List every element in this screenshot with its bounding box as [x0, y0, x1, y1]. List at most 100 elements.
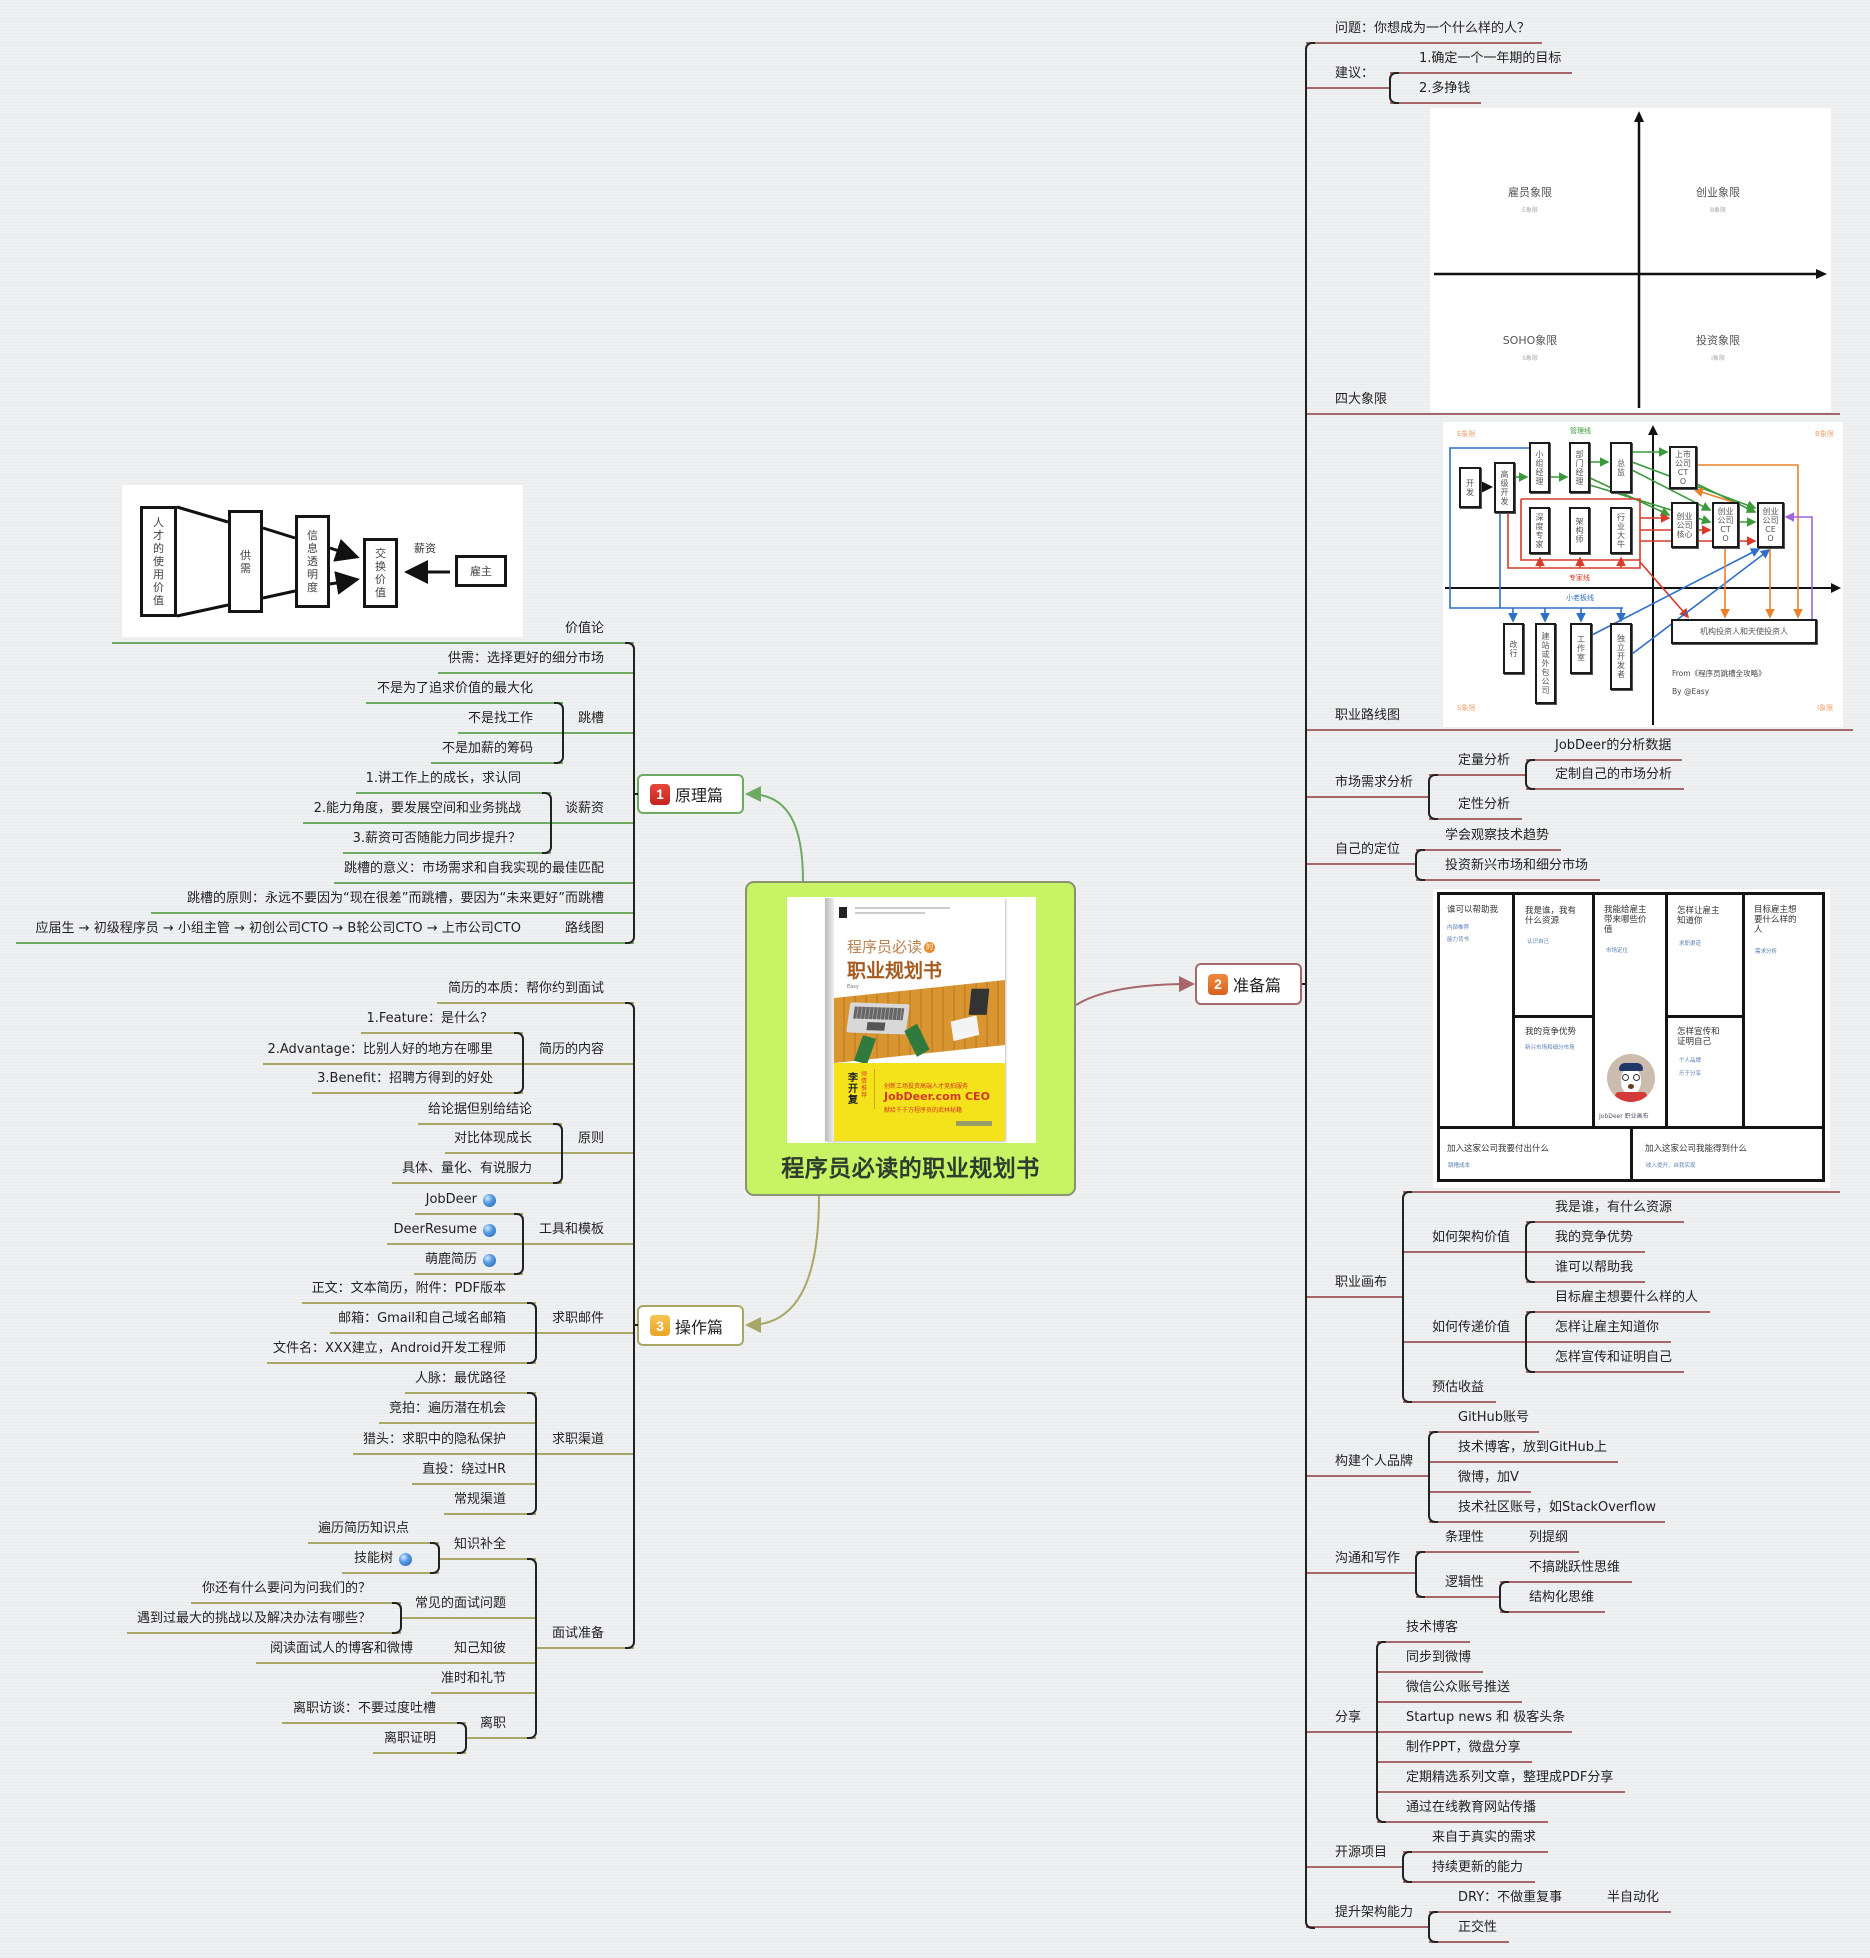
subtopic-node[interactable]: 预估收益: [1403, 1375, 1496, 1403]
link-topic-deerresume[interactable]: DeerResume: [387, 1217, 523, 1245]
globe-link-icon[interactable]: [483, 1193, 496, 1207]
subtopic-node[interactable]: 2.Advantage：比别人好的地方在哪里: [263, 1037, 523, 1065]
subtopic-node[interactable]: 微博，加V: [1429, 1465, 1531, 1493]
globe-link-icon[interactable]: [483, 1253, 496, 1267]
topic-node[interactable]: 自己的定位: [1306, 837, 1416, 865]
topic-node[interactable]: 原则: [562, 1126, 634, 1154]
subtopic-node[interactable]: 2.多挣钱: [1390, 76, 1481, 104]
central-topic[interactable]: 程序员必读的 职业规划书 Easy 李开复 倾情推荐 创新工场投资高端人才竞拍服…: [745, 881, 1076, 1196]
subtopic-node[interactable]: 不是找工作: [458, 706, 563, 734]
leaf-topic[interactable]: 目标雇主想要什么样的人: [1526, 1285, 1710, 1313]
leaf-topic[interactable]: 不搞跳跃性思维: [1500, 1555, 1632, 1583]
subtopic-node[interactable]: 投资新兴市场和细分市场: [1416, 853, 1600, 881]
subtopic-node[interactable]: 如何传递价值: [1403, 1315, 1526, 1343]
subtopic-node[interactable]: 3.薪资可否随能力同步提升？: [343, 826, 551, 854]
subtopic-node[interactable]: 持续更新的能力: [1403, 1855, 1535, 1883]
subtopic-node[interactable]: 准时和礼节: [431, 1666, 536, 1694]
leaf-topic[interactable]: 离职访谈：不要过度吐槽: [282, 1696, 466, 1724]
subtopic-node[interactable]: 定性分析: [1429, 792, 1522, 820]
subtopic-node[interactable]: 学会观察技术趋势: [1416, 823, 1561, 851]
topic-node[interactable]: 面试准备: [536, 1621, 634, 1649]
topic-node[interactable]: 路线图: [551, 916, 634, 944]
branch-principles[interactable]: 1 原理篇: [637, 774, 744, 814]
subtopic-node[interactable]: 1.Feature：是什么？: [361, 1006, 523, 1034]
leaf-topic[interactable]: 阅读面试人的博客和微博: [256, 1636, 443, 1664]
subtopic-node[interactable]: 邮箱：Gmail和自己域名邮箱: [330, 1306, 536, 1334]
subtopic-node[interactable]: 不是为了追求价值的最大化: [366, 676, 563, 704]
subtopic-node[interactable]: 常见的面试问题: [401, 1591, 536, 1619]
subtopic-node[interactable]: 3.Benefit：招聘方得到的好处: [312, 1066, 523, 1094]
subtopic-node[interactable]: 技术博客，放到GitHub上: [1429, 1435, 1618, 1463]
subtopic-node[interactable]: 通过在线教育网站传播: [1377, 1795, 1548, 1823]
globe-link-icon[interactable]: [483, 1223, 496, 1237]
leaf-topic[interactable]: 遇到过最大的挑战以及解决办法有哪些？: [127, 1606, 401, 1634]
subtopic-node[interactable]: 具体、量化、有说服力: [392, 1156, 562, 1184]
topic-node[interactable]: 市场需求分析: [1306, 770, 1429, 798]
subtopic-node[interactable]: 正交性: [1429, 1915, 1509, 1943]
image-topic-canvas[interactable]: [1403, 1165, 1840, 1193]
subtopic-node[interactable]: GitHub账号: [1429, 1405, 1539, 1433]
subtopic-node[interactable]: 来自于真实的需求: [1403, 1825, 1548, 1853]
subtopic-node[interactable]: 对比体现成长: [445, 1126, 562, 1154]
topic-node[interactable]: 建议：: [1306, 61, 1390, 89]
link-topic-menglu-resume[interactable]: 萌鹿简历: [414, 1247, 523, 1275]
subtopic-node[interactable]: 常规渠道: [444, 1487, 536, 1515]
subtopic-node[interactable]: 同步到微博: [1377, 1645, 1483, 1673]
topic-node[interactable]: 提升架构能力: [1306, 1900, 1429, 1928]
topic-node[interactable]: 分享: [1306, 1705, 1377, 1733]
leaf-topic[interactable]: 怎样宣传和证明自己: [1526, 1345, 1684, 1373]
branch-preparation[interactable]: 2 准备篇: [1195, 963, 1302, 1005]
subtopic-node[interactable]: 应届生 → 初级程序员 → 小组主管 → 初创公司CTO → B轮公司CTO →…: [16, 916, 551, 944]
leaf-topic[interactable]: JobDeer的分析数据: [1526, 733, 1682, 761]
subtopic-node[interactable]: 知己知彼: [443, 1636, 536, 1664]
topic-four-quadrants[interactable]: 四大象限: [1306, 387, 1840, 415]
subtopic-node[interactable]: 知识补全: [439, 1532, 536, 1560]
topic-node[interactable]: 开源项目: [1306, 1840, 1403, 1868]
topic-node[interactable]: 跳槽的意义：市场需求和自我实现的最佳匹配: [334, 856, 634, 884]
leaf-topic[interactable]: 我的竞争优势: [1526, 1225, 1645, 1253]
topic-node[interactable]: 简历的本质：帮你约到面试: [437, 976, 634, 1004]
subtopic-node[interactable]: 给论据但别给结论: [418, 1097, 562, 1125]
topic-career-roadmap[interactable]: 职业路线图: [1306, 703, 1853, 731]
topic-node[interactable]: 谈薪资: [551, 796, 634, 824]
topic-node[interactable]: 供需：选择更好的细分市场: [438, 646, 634, 674]
subtopic-node[interactable]: 猎头：求职中的隐私保护: [353, 1427, 536, 1455]
leaf-topic[interactable]: 定制自己的市场分析: [1526, 762, 1684, 790]
subtopic-node[interactable]: 文件名：XXX建立，Android开发工程师: [267, 1336, 536, 1364]
topic-node[interactable]: 沟通和写作: [1306, 1546, 1416, 1574]
leaf-topic[interactable]: 你还有什么要问为问我们的？: [191, 1576, 401, 1604]
subtopic-node[interactable]: 正文：文本简历，附件：PDF版本: [302, 1276, 536, 1304]
globe-link-icon[interactable]: [399, 1552, 412, 1566]
subtopic-node[interactable]: 人脉：最优路径: [405, 1366, 536, 1394]
subtopic-node[interactable]: DRY：不做重复事: [1429, 1885, 1578, 1913]
topic-node[interactable]: 工具和模板: [523, 1217, 634, 1245]
subtopic-node[interactable]: 不是加薪的筹码: [431, 736, 563, 764]
subtopic-node[interactable]: 逻辑性: [1416, 1570, 1500, 1598]
link-topic-jobdeer[interactable]: JobDeer: [415, 1187, 523, 1215]
topic-node[interactable]: 求职邮件: [536, 1306, 634, 1334]
subtopic-node[interactable]: 制作PPT，微盘分享: [1377, 1735, 1532, 1763]
topic-node[interactable]: 问题：你想成为一个什么样的人？: [1306, 16, 1542, 44]
subtopic-node[interactable]: 技术社区账号，如StackOverflow: [1429, 1495, 1665, 1523]
subtopic-node[interactable]: 1.确定一个一年期的目标: [1390, 46, 1572, 74]
subtopic-node[interactable]: 离职: [466, 1711, 536, 1739]
subtopic-node[interactable]: 2.能力角度，要发展空间和业务挑战: [303, 796, 551, 824]
subtopic-node[interactable]: 定量分析: [1429, 748, 1526, 776]
topic-node[interactable]: 构建个人品牌: [1306, 1449, 1429, 1477]
topic-value-theory[interactable]: 价值论: [112, 616, 634, 644]
leaf-topic[interactable]: 我是谁，有什么资源: [1526, 1195, 1684, 1223]
topic-node[interactable]: 简历的内容: [523, 1037, 634, 1065]
leaf-topic[interactable]: 谁可以帮助我: [1526, 1255, 1645, 1283]
subtopic-node[interactable]: 定期精选系列文章，整理成PDF分享: [1377, 1765, 1625, 1793]
branch-operations[interactable]: 3 操作篇: [637, 1305, 744, 1346]
subtopic-node[interactable]: 竞拍：遍历潜在机会: [379, 1396, 536, 1424]
topic-node[interactable]: 求职渠道: [536, 1427, 634, 1455]
subtopic-node[interactable]: 直投：绕过HR: [412, 1457, 536, 1485]
leaf-topic[interactable]: 半自动化: [1578, 1885, 1671, 1913]
leaf-topic[interactable]: 遍历简历知识点: [308, 1516, 439, 1544]
subtopic-node[interactable]: 微信公众账号推送: [1377, 1675, 1522, 1703]
leaf-topic[interactable]: 结构化思维: [1500, 1585, 1605, 1613]
subtopic-node[interactable]: 1.讲工作上的成长，求认同: [356, 766, 551, 794]
subtopic-node[interactable]: 如何架构价值: [1403, 1225, 1526, 1253]
subtopic-node[interactable]: Startup news 和 极客头条: [1377, 1705, 1572, 1733]
